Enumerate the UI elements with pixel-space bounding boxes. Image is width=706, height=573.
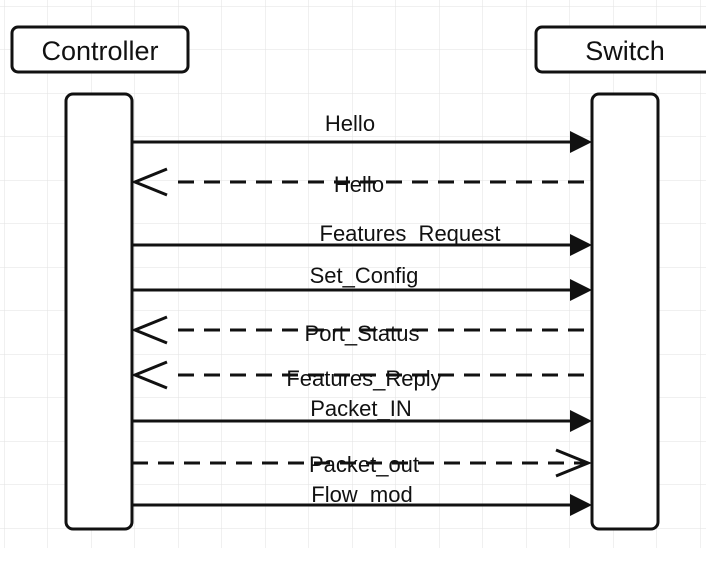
message-label: Flow_mod (311, 482, 412, 507)
arrowhead (570, 279, 592, 301)
controller-lifeline (64, 92, 134, 531)
message-label: Features_Reply (286, 366, 441, 391)
arrowhead (570, 410, 592, 432)
arrowhead (570, 234, 592, 256)
switch-header: Switch (534, 25, 706, 74)
message-4: Set_Config (132, 263, 592, 301)
controller-label: Controller (41, 36, 158, 66)
arrowhead (555, 448, 592, 478)
message-5: Port_Status (131, 315, 584, 346)
message-2: Hello (131, 167, 584, 197)
messages: HelloHelloFeatures_RequestSet_ConfigPort… (131, 111, 592, 516)
message-6: Features_Reply (131, 360, 584, 391)
arrowhead (131, 315, 168, 345)
message-label: Packet_IN (310, 396, 412, 421)
message-label: Port_Status (305, 321, 420, 346)
message-label: Set_Config (310, 263, 419, 288)
message-label: Hello (334, 172, 384, 197)
message-7: Packet_IN (132, 396, 592, 432)
arrowhead (131, 167, 168, 197)
message-3: Features_Request (132, 221, 592, 256)
arrowhead (570, 131, 592, 153)
message-1: Hello (132, 111, 592, 153)
message-8: Packet_out (132, 448, 592, 478)
controller-header: Controller (10, 25, 190, 74)
switch-label: Switch (585, 36, 665, 66)
arrowhead (131, 360, 168, 390)
arrowhead (570, 494, 592, 516)
message-label: Features_Request (320, 221, 501, 246)
message-label: Hello (325, 111, 375, 136)
switch-lifeline (590, 92, 660, 531)
message-label: Packet_out (309, 452, 419, 477)
message-9: Flow_mod (132, 482, 592, 516)
